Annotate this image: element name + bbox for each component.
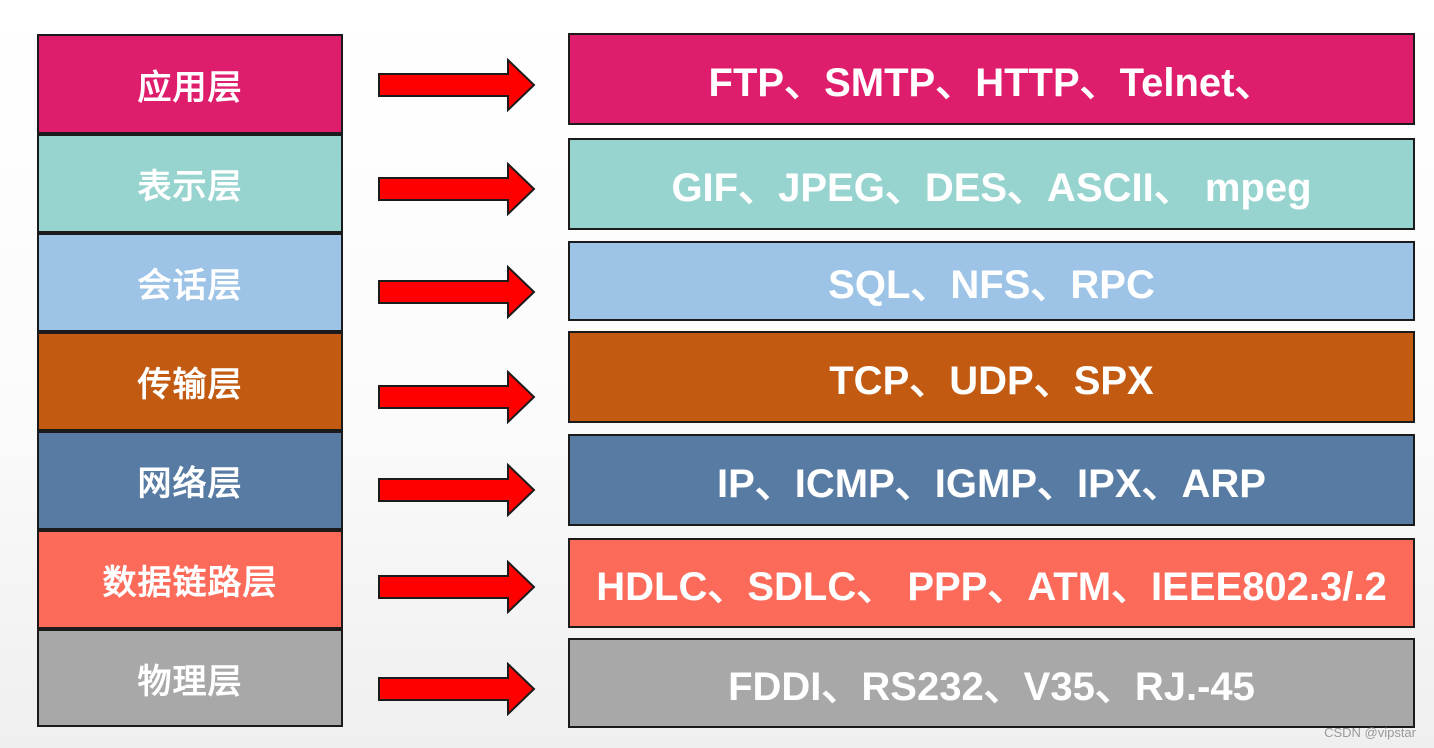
arrow-right-icon [378,662,536,716]
layer-session: 会话层 [37,233,343,332]
protocols-application: FTP、SMTP、HTTP、Telnet、 [568,33,1415,125]
arrow-right-icon [378,560,536,614]
protocols-physical: FDDI、RS232、V35、RJ.-45 [568,638,1415,728]
arrow-right-icon [378,58,536,112]
protocols-transport: TCP、UDP、SPX [568,331,1415,423]
layer-transport: 传输层 [37,332,343,431]
layer-network: 网络层 [37,431,343,530]
protocols-presentation: GIF、JPEG、DES、ASCII、 mpeg [568,138,1415,230]
layer-datalink: 数据链路层 [37,530,343,629]
arrow-right-icon [378,162,536,216]
layer-physical: 物理层 [37,629,343,727]
arrow-right-icon [378,265,536,319]
layer-presentation: 表示层 [37,134,343,233]
protocols-session: SQL、NFS、RPC [568,241,1415,321]
protocols-network: IP、ICMP、IGMP、IPX、ARP [568,434,1415,526]
layer-application: 应用层 [37,34,343,134]
watermark: CSDN @vipstar [1324,725,1416,740]
protocols-datalink: HDLC、SDLC、 PPP、ATM、IEEE802.3/.2 [568,538,1415,628]
arrow-right-icon [378,370,536,424]
arrow-right-icon [378,463,536,517]
